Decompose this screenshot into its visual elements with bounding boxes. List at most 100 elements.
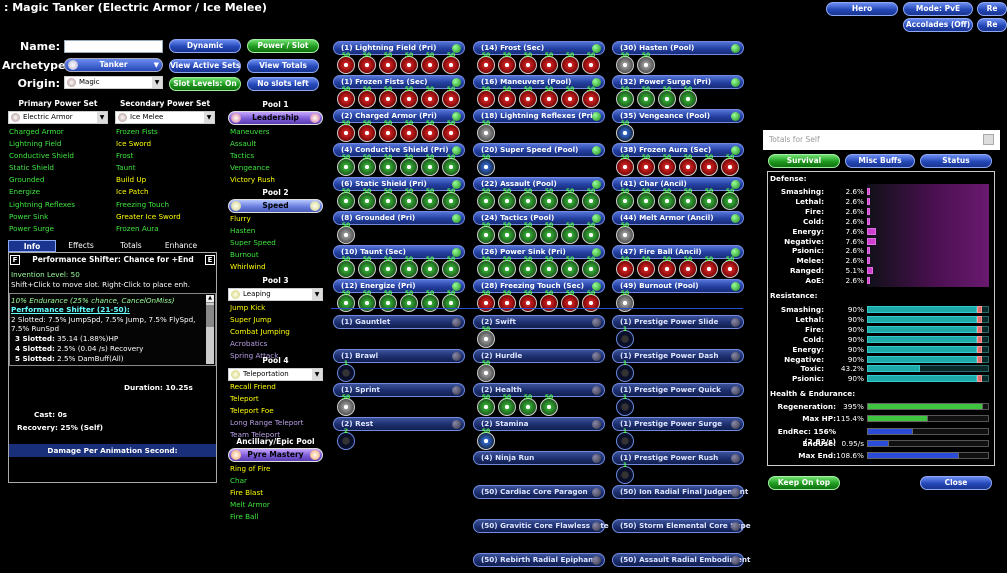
enhancement-slot[interactable]: 1	[616, 326, 634, 348]
enhancement-slot[interactable]: 50	[498, 222, 516, 244]
enhancement-slot[interactable]: 50	[616, 86, 634, 108]
tab-status[interactable]: Status	[920, 154, 992, 168]
list-item[interactable]: Ice Sword	[116, 139, 152, 149]
enhancement-slot[interactable]: 50	[616, 256, 634, 278]
tab-enhance[interactable]: Enhance	[164, 241, 198, 250]
enhancement-slot[interactable]: 50	[442, 154, 460, 176]
power-button[interactable]: (1) Prestige Power Surge	[612, 417, 744, 431]
no-slots-left-button[interactable]: No slots left	[247, 77, 319, 91]
enhancement-slot[interactable]: 50	[379, 86, 397, 108]
enhancement-slot[interactable]: 50	[379, 52, 397, 74]
tab-misc-buffs[interactable]: Misc Buffs	[845, 154, 915, 168]
enhancement-slot[interactable]: 50	[519, 290, 537, 312]
f-toggle-button[interactable]: F	[10, 255, 20, 265]
list-item[interactable]: Power Surge	[9, 223, 54, 233]
enhancement-slot[interactable]: 50	[337, 154, 355, 176]
list-item[interactable]: Charged Armor	[9, 127, 64, 136]
power-button[interactable]: (1) Gauntlet	[333, 315, 465, 329]
power-button[interactable]: (1) Prestige Power Dash	[612, 349, 744, 363]
list-item[interactable]: Teleport	[230, 394, 259, 404]
enhancement-slot[interactable]: 2	[337, 428, 355, 450]
enhancement-slot[interactable]: 50	[540, 256, 558, 278]
enhancement-slot[interactable]: 50	[421, 86, 439, 108]
view-active-sets-button[interactable]: View Active Sets	[169, 59, 241, 73]
list-item[interactable]: Build Up	[116, 175, 147, 185]
list-item[interactable]: Spring Attack	[230, 351, 279, 361]
e-toggle-button[interactable]: E	[205, 255, 215, 265]
power-button[interactable]: (20) Super Speed (Pool)	[473, 143, 605, 157]
enhancement-slot[interactable]: 50	[477, 222, 495, 244]
power-button[interactable]: (2) Stamina	[473, 417, 605, 431]
enhancement-slot[interactable]: 50	[358, 120, 376, 142]
list-item[interactable]: Flurry	[230, 214, 251, 223]
enhancement-slot[interactable]: 50	[477, 188, 495, 210]
power-button[interactable]: (12) Energize (Pri)	[333, 279, 465, 293]
enhancement-slot[interactable]: 50	[658, 86, 676, 108]
enhancement-slot[interactable]: 50	[477, 290, 495, 312]
archetype-select[interactable]: Tanker▼	[64, 58, 163, 72]
enhancement-slot[interactable]: 50	[379, 256, 397, 278]
enhancement-slot[interactable]: 50	[421, 290, 439, 312]
pool1-select[interactable]: Leadership	[228, 111, 323, 125]
enhancement-slot[interactable]: 50	[477, 154, 495, 176]
power-button[interactable]: (1) Prestige Power Slide	[612, 315, 744, 329]
power-button[interactable]: (2) Charged Armor (Pri)	[333, 109, 465, 123]
list-item[interactable]: Recall Friend	[230, 382, 276, 391]
enhancement-slot[interactable]: 50	[637, 86, 655, 108]
list-item[interactable]: Fire Ball	[230, 512, 259, 522]
enhancement-slot[interactable]: 50	[540, 86, 558, 108]
list-item[interactable]: Super Speed	[230, 238, 276, 248]
power-button[interactable]: (26) Power Sink (Pri)	[473, 245, 605, 259]
enhancement-slot[interactable]: 50	[442, 52, 460, 74]
power-button[interactable]: (24) Tactics (Pool)	[473, 211, 605, 225]
enhancement-slot[interactable]: 50	[582, 222, 600, 244]
power-button[interactable]: (1) Frozen Fists (Sec)	[333, 75, 465, 89]
power-button[interactable]: (50) Ion Radial Final Judgement	[612, 485, 748, 499]
enhancement-slot[interactable]: 1	[616, 462, 634, 484]
enhancement-slot[interactable]: 50	[337, 52, 355, 74]
enhancement-slot[interactable]: 50	[498, 290, 516, 312]
power-button[interactable]: (22) Assault (Pool)	[473, 177, 605, 191]
accolades-button[interactable]: Accolades (Off)	[903, 18, 973, 32]
tab-effects[interactable]: Effects	[68, 241, 94, 250]
enhancement-slot[interactable]: 50	[582, 86, 600, 108]
enhancement-slot[interactable]: 50	[358, 256, 376, 278]
enhancement-slot[interactable]: 50	[616, 120, 634, 142]
enhancement-slot[interactable]: 50	[400, 290, 418, 312]
list-item[interactable]: Taunt	[116, 163, 136, 173]
re-button-2[interactable]: Re	[977, 18, 1007, 32]
list-item[interactable]: Fire Blast	[230, 488, 264, 498]
tab-totals[interactable]: Totals	[120, 241, 142, 250]
enhancement-slot[interactable]: 50	[337, 188, 355, 210]
enhancement-slot[interactable]: 50	[400, 188, 418, 210]
info-scrollbar[interactable]: ▲	[206, 295, 214, 364]
enhancement-slot[interactable]: 50	[561, 222, 579, 244]
enhancement-slot[interactable]: 50	[358, 290, 376, 312]
enhancement-slot[interactable]: 50	[561, 86, 579, 108]
power-button[interactable]: (1) Prestige Power Rush	[612, 451, 744, 465]
enhancement-slot[interactable]: 50	[561, 256, 579, 278]
enhancement-slot[interactable]: 50	[637, 256, 655, 278]
power-button[interactable]: (50) Storm Elemental Core Supe	[612, 519, 751, 533]
enhancement-slot[interactable]: 50	[400, 256, 418, 278]
enhancement-slot[interactable]: 50	[358, 52, 376, 74]
power-button[interactable]: (28) Freezing Touch (Sec)	[473, 279, 605, 293]
list-item[interactable]: Acrobatics	[230, 339, 268, 349]
enhancement-slot[interactable]: 50	[582, 52, 600, 74]
enhancement-slot[interactable]: 50	[679, 188, 697, 210]
list-item[interactable]: Assault	[230, 139, 257, 149]
enhancement-slot[interactable]: 50	[337, 86, 355, 108]
enhancement-slot[interactable]: 50	[519, 222, 537, 244]
list-item[interactable]: Super Jump	[230, 315, 272, 325]
list-item[interactable]: Conductive Shield	[9, 151, 74, 161]
enhancement-slot[interactable]: 50	[616, 154, 634, 176]
list-item[interactable]: Frozen Aura	[116, 223, 159, 233]
enhancement-slot[interactable]: 50	[421, 154, 439, 176]
list-item[interactable]: Greater Ice Sword	[116, 211, 181, 221]
enhancement-slot[interactable]: 50	[721, 188, 739, 210]
re-button[interactable]: Re	[977, 2, 1007, 16]
name-field[interactable]	[64, 40, 163, 53]
enhancement-slot[interactable]: 50	[540, 222, 558, 244]
power-button[interactable]: (4) Conductive Shield (Pri)	[333, 143, 465, 157]
list-item[interactable]: Freezing Touch	[116, 199, 170, 209]
